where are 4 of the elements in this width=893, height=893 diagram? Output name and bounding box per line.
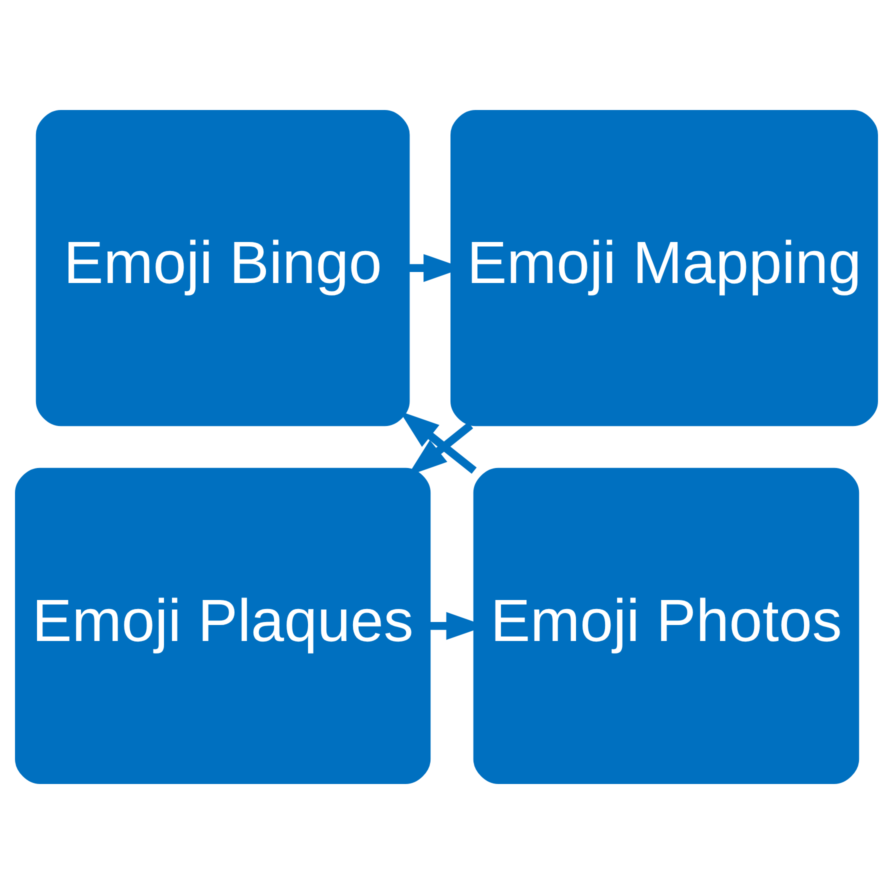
node-box: Emoji Bingo [36,109,410,426]
node-box: Emoji Plaques [15,467,431,784]
node-box: Emoji Photos [473,467,860,784]
node-box: Emoji Mapping [450,109,878,426]
